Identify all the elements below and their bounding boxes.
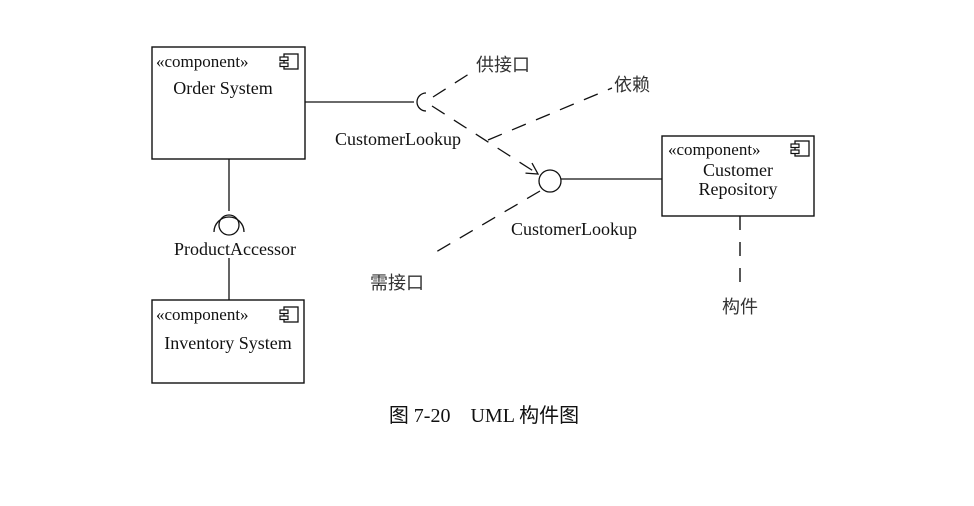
stereotype-label: «component»: [156, 52, 249, 71]
component-inventory-system[interactable]: «component» Inventory System: [151, 299, 305, 384]
annotation-provided-interface: 供接口: [476, 55, 530, 76]
interface-label: ProductAccessor: [174, 239, 296, 259]
annotation-component: 构件: [722, 297, 758, 318]
stereotype-label: «component»: [156, 305, 249, 324]
component-name: Inventory System: [164, 333, 292, 353]
component-icon: [279, 306, 299, 323]
interface-label: CustomerLookup: [511, 219, 637, 239]
leader-required-interface: [435, 190, 541, 253]
interface-customer-lookup-required[interactable]: CustomerLookup: [305, 92, 461, 149]
component-box: [661, 135, 815, 217]
annotation-required-interface: 需接口: [370, 273, 424, 294]
component-box: [151, 299, 305, 384]
component-customer-repository[interactable]: «component» Customer Repository: [661, 135, 815, 217]
figure-caption: 图 7-20 UML 构件图: [389, 404, 579, 427]
component-order-system[interactable]: «component» Order System: [151, 46, 306, 160]
dependency-arrow[interactable]: [431, 105, 540, 175]
annotation-dependency: 依赖: [614, 75, 650, 96]
interface-label: CustomerLookup: [335, 129, 461, 149]
socket-icon: [213, 216, 245, 233]
component-icon: [790, 140, 810, 157]
stereotype-label: «component»: [668, 140, 761, 159]
interface-product-accessor[interactable]: ProductAccessor: [174, 159, 296, 300]
component-name-line-1: Customer: [703, 160, 773, 180]
component-icon: [279, 53, 299, 70]
component-name-line-2: Repository: [699, 179, 778, 199]
ball-icon: [218, 214, 240, 236]
ball-icon: [538, 169, 562, 193]
leader-provided-interface: [432, 71, 473, 98]
interface-customer-lookup-provided[interactable]: CustomerLookup: [511, 169, 662, 239]
socket-icon: [416, 92, 427, 112]
leader-dependency: [487, 87, 613, 141]
component-name: Order System: [173, 78, 272, 98]
